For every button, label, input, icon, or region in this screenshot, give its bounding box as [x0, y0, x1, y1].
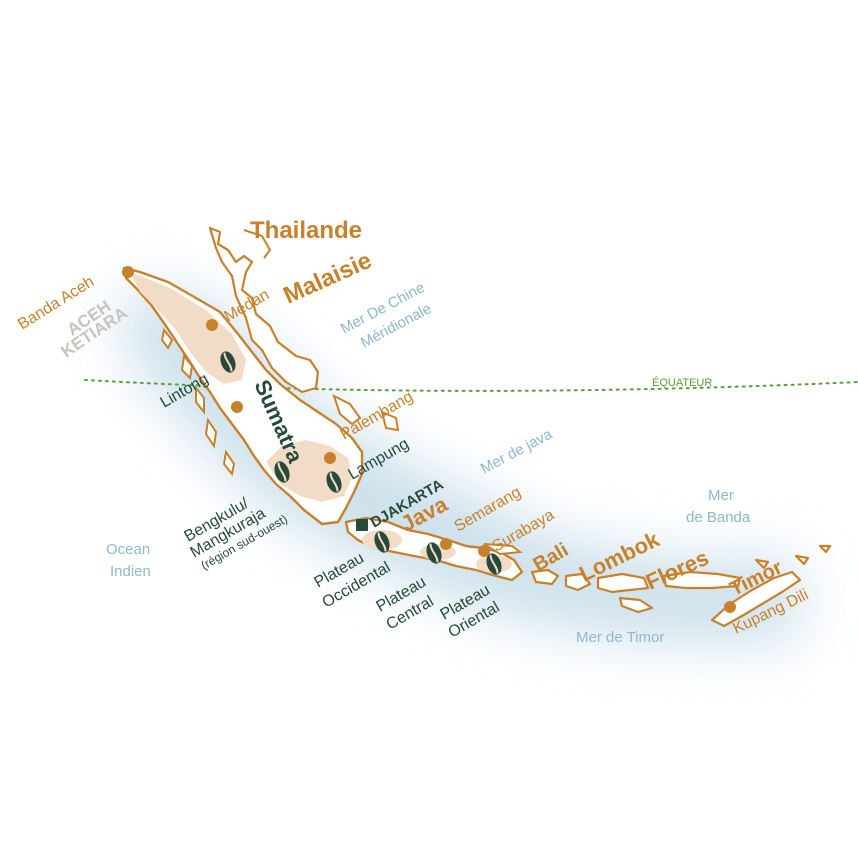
- malay-peninsula: [208, 226, 320, 394]
- label-malaisie: Malaisie: [279, 247, 375, 310]
- sumbawa-island: [596, 572, 650, 594]
- label-mer-de-timor: Mer de Timor: [576, 629, 664, 646]
- coffee-bean-icon: [274, 461, 290, 483]
- flores-island: [662, 570, 742, 590]
- coffee-beans: [220, 351, 502, 575]
- lombok-island: [564, 572, 592, 592]
- medan-dot-icon: [206, 319, 218, 331]
- city-markers: [122, 266, 736, 613]
- bangka-islands: [332, 394, 400, 432]
- bali-island: [530, 568, 560, 586]
- coffee-bean-icon: [220, 351, 236, 373]
- lintong-dot-icon: [231, 401, 243, 413]
- label-de-banda: de Banda: [686, 509, 751, 526]
- label-mer-de-java: Mer de java: [478, 425, 556, 477]
- banda-aceh-dot-icon: [122, 266, 134, 278]
- madura-island: [483, 543, 523, 556]
- palembang-dot-icon: [324, 452, 336, 464]
- sumatra-west-islands: [160, 327, 236, 477]
- sumatra-coffee-north: [130, 272, 246, 384]
- coffee-bean-icon: [326, 471, 342, 493]
- coffee-bean-icon: [426, 542, 442, 564]
- label-equateur: ÉQUATEUR: [652, 376, 712, 389]
- label-thailande: Thailande: [250, 217, 362, 244]
- coffee-bean-icon: [374, 531, 390, 553]
- lesser-sunda-islands: [530, 544, 832, 628]
- semarang-dot-icon: [440, 538, 452, 550]
- timor-island: [710, 570, 802, 628]
- label-ocean: Ocean: [106, 541, 150, 558]
- coffee-bean-icon: [486, 553, 502, 575]
- square-capital-icon: [356, 519, 368, 531]
- label-indien: Indien: [110, 563, 151, 580]
- thailand-coast: [243, 229, 272, 259]
- equator-line: [84, 379, 858, 392]
- kupang-dot-icon: [724, 601, 736, 613]
- surabaya-dot-icon: [478, 545, 490, 557]
- label-mer: Mer: [708, 487, 734, 504]
- sumba-island: [618, 596, 654, 614]
